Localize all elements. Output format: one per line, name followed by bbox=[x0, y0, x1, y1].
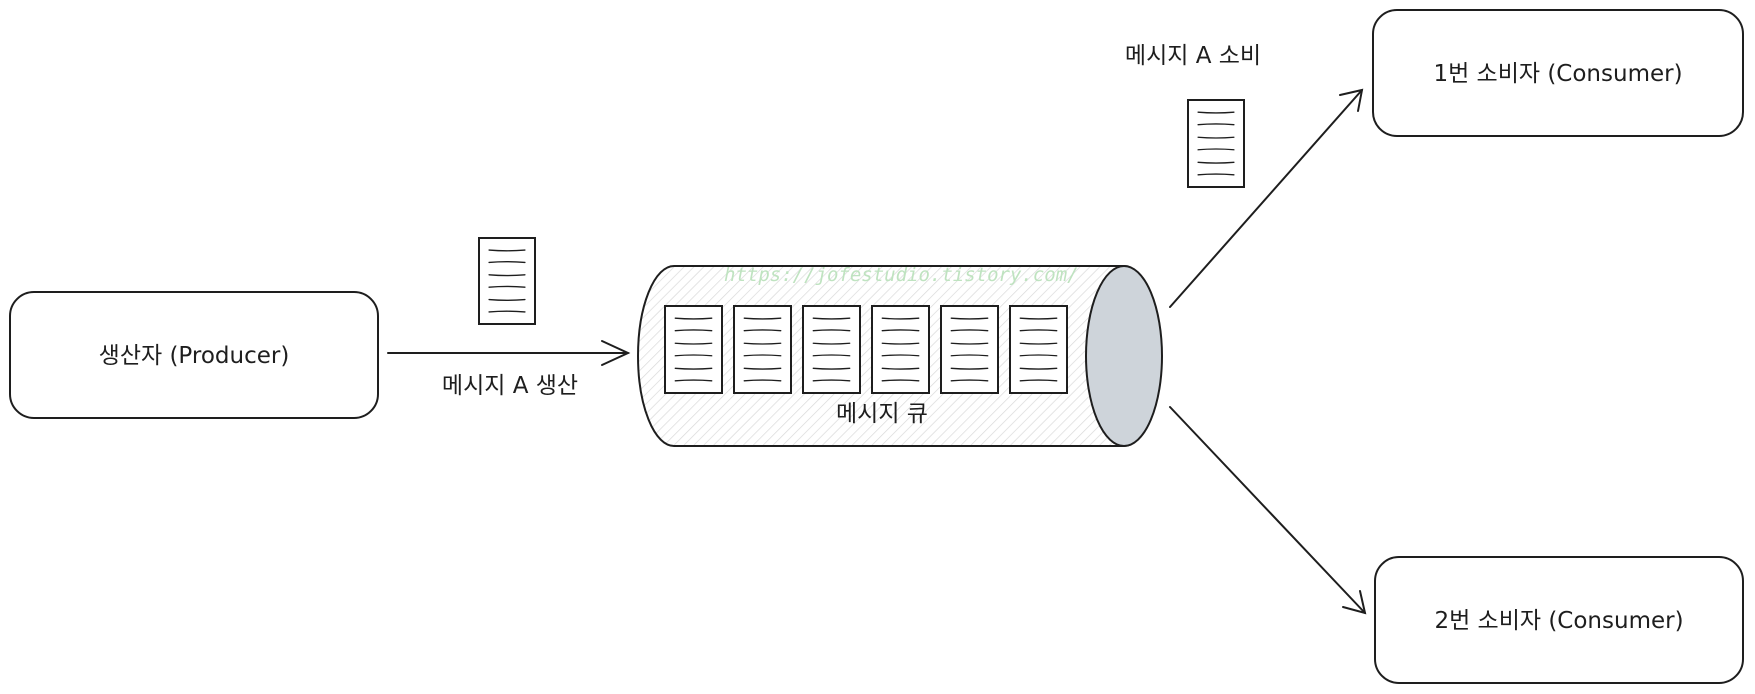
consumer-2-label: 2번 소비자 (Consumer) bbox=[1434, 608, 1683, 634]
consume-label: 메시지 A 소비 bbox=[1125, 43, 1261, 69]
consumer-2-node[interactable]: 2번 소비자 (Consumer) bbox=[1374, 556, 1744, 684]
queue-label: 메시지 큐 bbox=[836, 401, 928, 427]
message-doc-icon bbox=[478, 237, 536, 325]
consume-arrow-2 bbox=[1169, 406, 1367, 615]
queue-message-doc bbox=[871, 305, 930, 394]
message-queue[interactable]: https://jofestudio.tistory.com/ 메시지 큐 bbox=[637, 264, 1163, 447]
queue-watermark: https://jofestudio.tistory.com/ bbox=[724, 264, 1079, 286]
consumer-1-node[interactable]: 1번 소비자 (Consumer) bbox=[1372, 9, 1744, 137]
queue-message-doc bbox=[940, 305, 999, 394]
producer-node[interactable]: 생산자 (Producer) bbox=[9, 291, 379, 419]
consumer-1-label: 1번 소비자 (Consumer) bbox=[1433, 61, 1682, 87]
consume-message-icon bbox=[1187, 99, 1245, 188]
queue-message-doc bbox=[802, 305, 861, 394]
queue-message-doc bbox=[733, 305, 792, 394]
message-doc-icon bbox=[1187, 99, 1245, 188]
queue-end-cap bbox=[1085, 265, 1163, 447]
consume-arrow-1 bbox=[1169, 88, 1364, 308]
produce-message-icon bbox=[478, 237, 536, 325]
produce-arrow bbox=[387, 340, 631, 366]
producer-label: 생산자 (Producer) bbox=[99, 343, 290, 369]
produce-label: 메시지 A 생산 bbox=[442, 373, 578, 399]
queue-message-doc bbox=[664, 305, 723, 394]
queue-messages bbox=[664, 305, 1068, 394]
queue-message-doc bbox=[1009, 305, 1068, 394]
